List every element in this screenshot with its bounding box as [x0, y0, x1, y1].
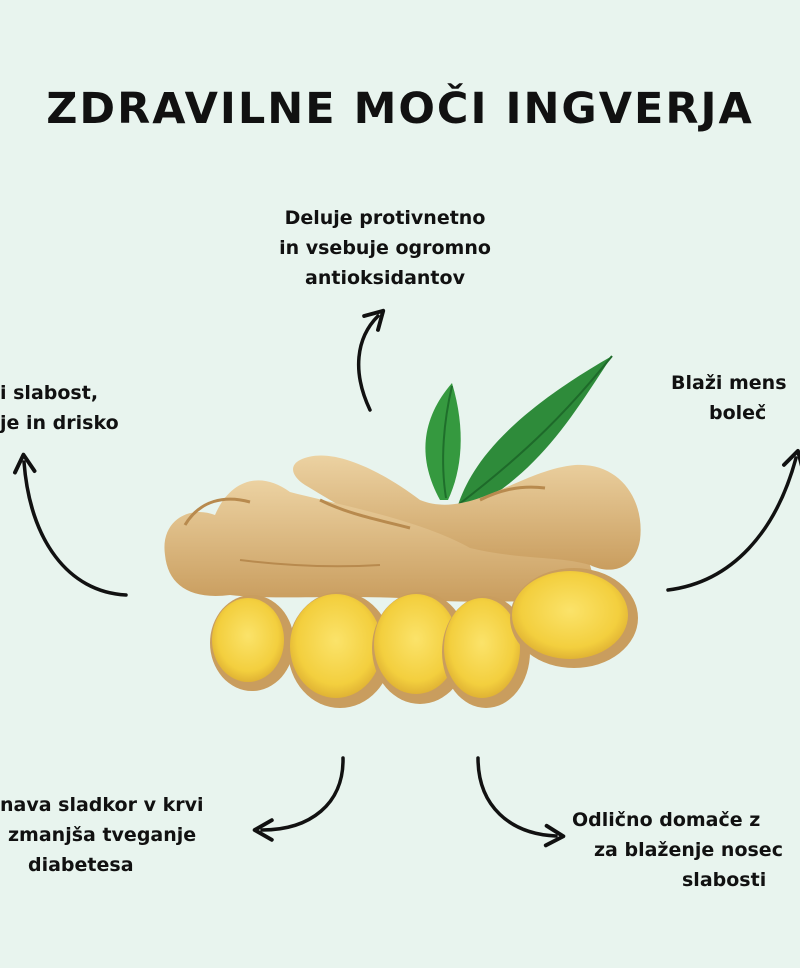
benefit-line: zmanjša tveganje — [8, 824, 197, 846]
arrow-down-left-icon — [252, 756, 345, 842]
benefit-line: nava sladkor v krvi — [0, 794, 204, 816]
benefit-line: boleč — [709, 402, 767, 424]
benefit-line: slabosti — [682, 869, 767, 891]
arrow-up-icon — [356, 308, 386, 412]
benefit-line: Blaži mens — [671, 372, 787, 394]
ginger-root-icon — [164, 455, 641, 602]
benefit-pregnancy-nausea: Odlično domače z za blaženje nosec slabo… — [572, 805, 800, 895]
benefit-line: in vsebuje ogromno — [279, 237, 491, 259]
benefit-line: je in drisko — [0, 412, 119, 434]
benefit-line: za blaženje nosec — [594, 839, 783, 861]
ginger-slices — [210, 568, 638, 708]
benefit-anti-inflammatory: Deluje protivnetno in vsebuje ogromno an… — [240, 203, 530, 293]
arrow-up-right-icon — [666, 448, 800, 592]
arrow-down-right-icon — [476, 756, 566, 848]
benefit-blood-sugar: nava sladkor v krvi zmanjša tveganje dia… — [0, 790, 250, 880]
benefit-nausea: i slabost, je in drisko — [0, 378, 140, 438]
benefit-line: antioksidantov — [305, 267, 465, 289]
benefit-line: Deluje protivnetno — [284, 207, 486, 229]
benefit-menstrual-pain: Blaži mens boleč — [671, 368, 800, 428]
benefit-line: diabetesa — [28, 854, 134, 876]
benefit-line: Odlično domače z — [572, 809, 761, 831]
leaf-icon — [425, 355, 613, 510]
page-title: ZDRAVILNE MOČI INGVERJA — [46, 84, 754, 134]
benefit-line: i slabost, — [0, 382, 99, 404]
arrow-up-left-icon — [13, 452, 128, 597]
arrows — [13, 308, 800, 848]
